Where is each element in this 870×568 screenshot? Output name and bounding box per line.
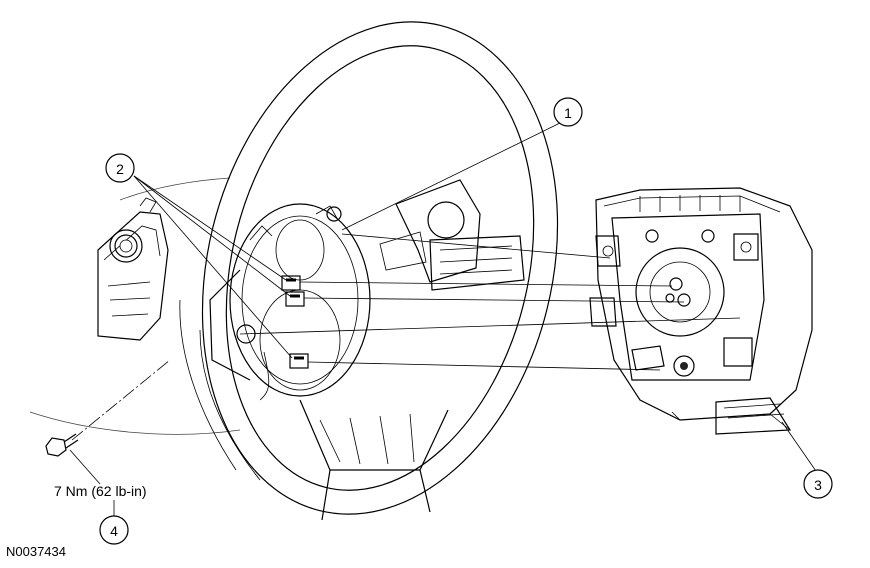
callout-3-label: 3 xyxy=(814,477,822,493)
steering-column-hub xyxy=(229,203,371,401)
callout-2: 2 xyxy=(105,153,135,183)
figure-id: N0037434 xyxy=(6,544,66,559)
dashboard-outline xyxy=(29,411,241,435)
callout-3: 3 xyxy=(803,469,833,499)
dashboard-upper-outline xyxy=(119,177,231,201)
torque-spec-label: 7 Nm (62 lb-in) xyxy=(54,483,147,499)
airbag-module xyxy=(589,187,813,435)
steering-wheel xyxy=(179,21,559,521)
bolt xyxy=(45,433,79,457)
callout-2-label: 2 xyxy=(116,161,124,177)
installation-lines xyxy=(71,233,741,441)
instrument-cluster-trim xyxy=(97,197,169,341)
callout-4: 4 xyxy=(99,515,129,545)
leader-lines xyxy=(69,121,819,516)
callout-1: 1 xyxy=(553,97,583,127)
callout-4-label: 4 xyxy=(110,523,118,539)
callout-1-label: 1 xyxy=(564,105,572,121)
